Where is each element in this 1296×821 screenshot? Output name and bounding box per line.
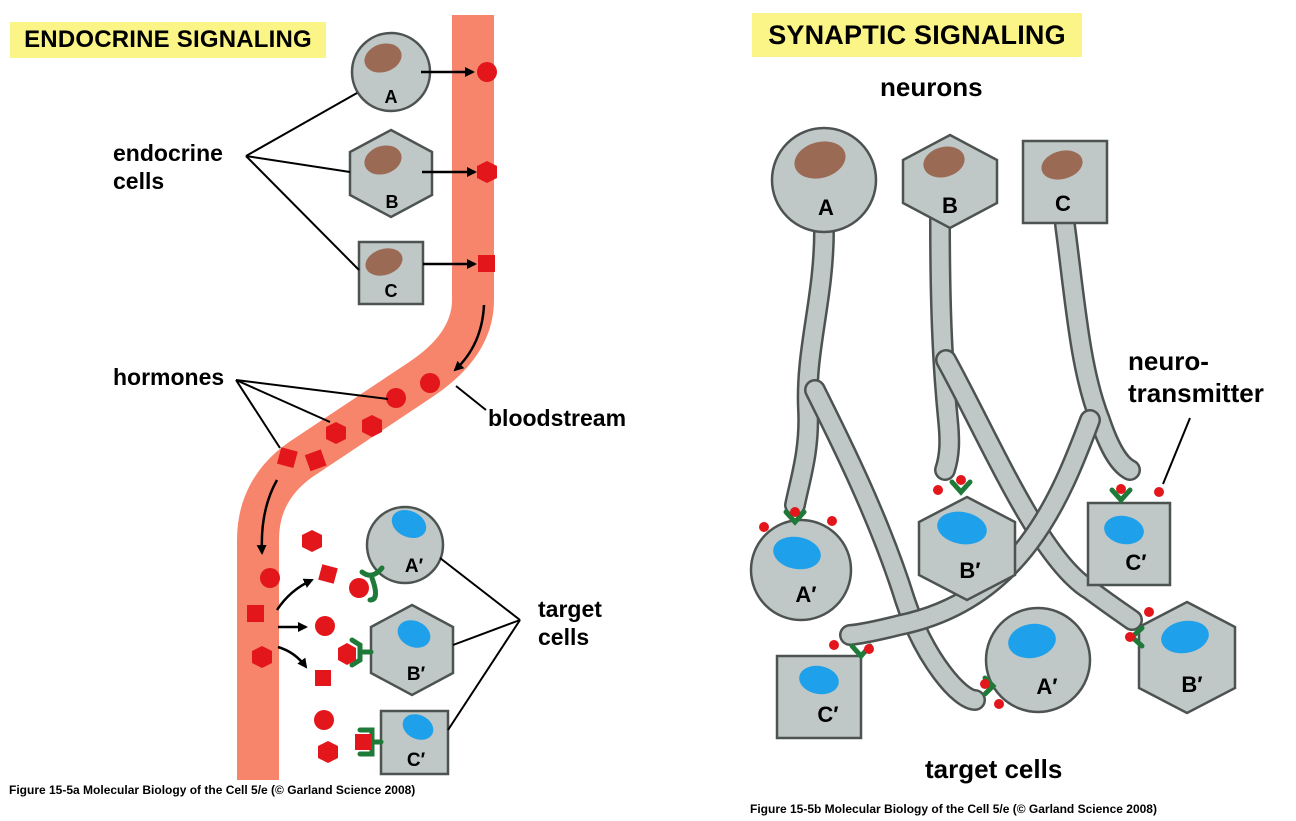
neuron-a-label: A bbox=[818, 195, 834, 220]
diffusing-hormones bbox=[302, 530, 338, 763]
neuron-c: C bbox=[1021, 139, 1109, 225]
synaptic-target-a-bottom: A′ bbox=[980, 606, 1092, 714]
synaptic-target-b-top-label: B′ bbox=[959, 558, 980, 583]
neuron-a: A bbox=[770, 126, 878, 234]
endocrine-target-a: A′ bbox=[349, 505, 445, 603]
synaptic-target-c-bottom-label: C′ bbox=[817, 702, 838, 727]
endocrine-target-b: B′ bbox=[338, 603, 455, 697]
caption-figure-5b: Figure 15-5b Molecular Biology of the Ce… bbox=[750, 802, 1157, 816]
label-bloodstream: bloodstream bbox=[488, 405, 627, 431]
endocrine-cell-a-label: A bbox=[385, 87, 398, 107]
neuron-b-label: B bbox=[942, 193, 958, 218]
endocrine-cell-b-label: B bbox=[386, 192, 399, 212]
label-hormones: hormones bbox=[113, 364, 225, 390]
synaptic-target-b-bottom: B′ bbox=[1125, 600, 1237, 715]
label-endocrine-cells-line2: cells bbox=[113, 168, 165, 194]
neurotransmitter-leader bbox=[1162, 417, 1191, 485]
label-target-cells-synaptic: target cells bbox=[925, 754, 1063, 784]
endocrine-cell-a: A bbox=[350, 31, 432, 113]
blood-hormones bbox=[247, 373, 440, 668]
endocrine-leader-lines bbox=[235, 92, 521, 731]
hormone-hexagon bbox=[477, 161, 497, 183]
endocrine-target-c: C′ bbox=[355, 709, 450, 776]
neuron-b: B bbox=[901, 133, 999, 230]
endocrine-cell-c-label: C bbox=[385, 281, 398, 301]
endocrine-title: ENDOCRINE SIGNALING bbox=[10, 22, 326, 58]
endocrine-target-b-label: B′ bbox=[407, 664, 426, 685]
synaptic-target-c-top: C′ bbox=[1086, 484, 1172, 587]
synaptic-title: SYNAPTIC SIGNALING bbox=[752, 13, 1082, 57]
axons bbox=[784, 209, 1143, 711]
caption-figure-5a: Figure 15-5a Molecular Biology of the Ce… bbox=[9, 783, 416, 797]
diffusion-arrows bbox=[275, 578, 314, 669]
flow-arrow-upper bbox=[453, 304, 486, 372]
secretion-arrows bbox=[421, 67, 477, 269]
synaptic-target-b-top: B′ bbox=[917, 475, 1017, 602]
neuron-c-label: C bbox=[1055, 191, 1071, 216]
hormone-circle bbox=[477, 62, 497, 82]
endocrine-target-c-label: C′ bbox=[407, 750, 426, 771]
endocrine-target-a-label: A′ bbox=[405, 556, 424, 577]
synaptic-target-c-bottom: C′ bbox=[775, 640, 874, 740]
label-neurotransmitter-line1: neuro- bbox=[1128, 346, 1209, 376]
bloodstream-vessel bbox=[237, 15, 494, 780]
label-endocrine-cells-line1: endocrine bbox=[113, 140, 223, 166]
synaptic-target-a-left: A′ bbox=[749, 507, 853, 622]
label-target-cells-line1: target bbox=[538, 596, 602, 622]
endocrine-cell-b: B bbox=[348, 128, 434, 219]
label-neurons: neurons bbox=[880, 72, 983, 102]
synaptic-target-c-top-label: C′ bbox=[1125, 550, 1146, 575]
hormone-square bbox=[478, 255, 495, 272]
synaptic-target-a-bottom-label: A′ bbox=[1036, 674, 1057, 699]
synaptic-target-a-left-label: A′ bbox=[795, 582, 816, 607]
synaptic-target-b-bottom-label: B′ bbox=[1181, 672, 1202, 697]
flow-arrow-lower bbox=[256, 479, 279, 555]
endocrine-cell-c: C bbox=[357, 240, 425, 306]
label-target-cells-line2: cells bbox=[538, 624, 590, 650]
label-neurotransmitter-line2: transmitter bbox=[1128, 378, 1264, 408]
